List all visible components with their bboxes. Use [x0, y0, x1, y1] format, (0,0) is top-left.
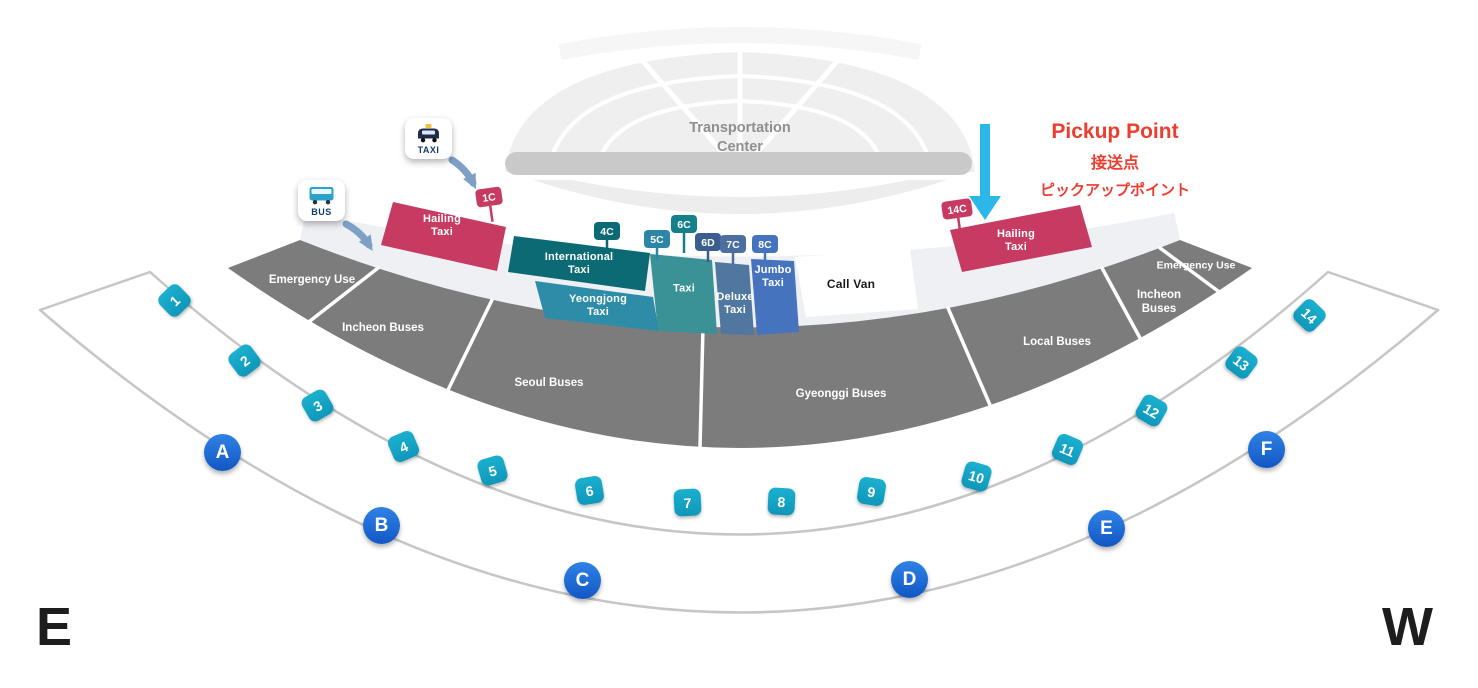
taxi-guide-arrow-icon: [448, 156, 477, 190]
bus-legend-card: BUS: [298, 180, 345, 221]
zone-label-hailing-taxi-right: Hailing Taxi: [996, 227, 1036, 253]
signpost-14c: 14C: [941, 198, 973, 231]
zone-label-deluxe-taxi: Deluxe Taxi: [716, 290, 754, 316]
svg-text:6C: 6C: [677, 219, 691, 231]
zone-label-local-buses: Local Buses: [1023, 336, 1091, 349]
signpost-8c: 8C: [752, 235, 778, 264]
zone-label-emergency-use-right: Emergency Use: [1156, 259, 1236, 272]
zone-hailing-taxi-right: [950, 205, 1092, 272]
signpost-6c: 6C: [671, 215, 697, 253]
divider-incheon-emergency-right: [1158, 246, 1220, 293]
zone-call-van: [795, 249, 918, 317]
bus-zone-band: [228, 240, 1252, 448]
transportation-center-label: Transportation Center: [689, 119, 791, 157]
pickup-arrow-head-icon: [969, 196, 1001, 220]
door-letter-a: A: [204, 434, 241, 471]
taxi-icon: [418, 124, 439, 143]
zone-yeongjong-taxi: [535, 281, 659, 331]
bus-guide-arrow-icon: [342, 220, 373, 251]
zone-label-yeongjong-taxi: Yeongjong Taxi: [568, 292, 628, 318]
taxi-legend-label: TAXI: [417, 145, 440, 155]
bus-icon: [309, 187, 334, 205]
zone-deluxe-taxi: [715, 262, 754, 335]
door-letter-e: E: [1088, 510, 1125, 547]
zone-label-call-van: Call Van: [826, 276, 876, 291]
taxi-legend-card: TAXI: [405, 118, 452, 159]
signpost-7c: 7C: [720, 235, 746, 264]
zone-label-incheon-buses-left: Incheon Buses: [342, 322, 424, 335]
compass-east: E: [36, 597, 73, 657]
svg-text:4C: 4C: [600, 226, 614, 238]
pickup-point-annotation: Pickup Point 接送点 ピックアップポイント: [1008, 120, 1222, 200]
bus-legend-label: BUS: [311, 207, 332, 217]
signpost-6d: 6D: [695, 233, 721, 262]
transportation-center-line1: Transportation: [689, 120, 791, 137]
pickup-arrow-shaft: [980, 124, 990, 198]
zone-international-taxi: [508, 236, 650, 291]
pickup-point-subtitle-zh: 接送点: [1090, 155, 1139, 172]
zone-label-emergency-use-left: Emergency Use: [268, 274, 356, 287]
platform-number-9: 9: [856, 476, 887, 507]
svg-text:6D: 6D: [701, 237, 715, 249]
svg-text:14C: 14C: [947, 203, 968, 218]
door-letter-b: B: [363, 507, 400, 544]
zone-hailing-taxi-left: [381, 202, 506, 271]
transportation-center-line2: Center: [717, 139, 763, 155]
signpost-5c: 5C: [644, 230, 670, 260]
zone-label-jumbo-taxi: Jumbo Taxi: [754, 263, 792, 289]
zone-label-gyeonggi-buses: Gyeonggi Buses: [795, 388, 887, 401]
divider-seoul-gyeonggi: [698, 325, 705, 449]
pickup-point-subtitle-ja: ピックアップポイント: [1039, 182, 1190, 199]
platform-number-7: 7: [673, 488, 702, 517]
transportation-center-bar: [505, 152, 972, 175]
platform-number-8: 8: [767, 487, 796, 516]
svg-text:7C: 7C: [726, 239, 740, 251]
fan-lower-crescent: [533, 180, 947, 214]
divider-incheon-seoul: [446, 298, 494, 392]
zone-taxi: [650, 254, 717, 334]
divider-local-incheon-right: [1100, 266, 1142, 340]
door-letter-c: C: [564, 562, 601, 599]
divider-gyeonggi-local: [946, 306, 992, 407]
svg-text:5C: 5C: [650, 234, 664, 246]
zone-label-international-taxi: International Taxi: [544, 250, 614, 276]
zone-label-hailing-taxi-left: Hailing Taxi: [422, 212, 462, 238]
fan-top-halo: [558, 27, 922, 60]
platform-number-6: 6: [574, 475, 605, 506]
signpost-1c: 1C: [475, 186, 503, 222]
divider-emergency-incheon-left: [308, 266, 380, 323]
door-letter-f: F: [1248, 431, 1285, 468]
svg-text:8C: 8C: [758, 239, 772, 251]
pickup-point-title: Pickup Point: [1051, 120, 1179, 143]
compass-west: W: [1382, 597, 1433, 657]
zone-label-incheon-buses-right: Incheon Buses: [1136, 289, 1182, 315]
signpost-4c: 4C: [594, 222, 620, 252]
svg-text:1C: 1C: [482, 191, 497, 205]
zone-label-taxi: Taxi: [673, 282, 695, 295]
zone-label-seoul-buses: Seoul Buses: [514, 377, 584, 390]
door-letter-d: D: [891, 561, 928, 598]
zone-jumbo-taxi: [751, 259, 799, 335]
